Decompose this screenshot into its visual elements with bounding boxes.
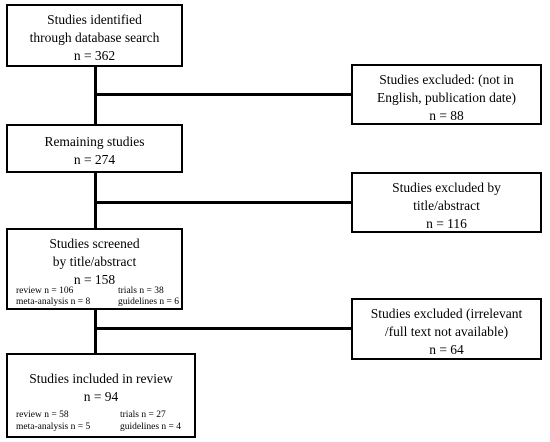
box-excluded-title: Studies excluded by title/abstract n = 1…	[351, 172, 542, 233]
excluded-irrelevant-line2: /full text not available)	[384, 324, 509, 339]
screened-review: review n = 106	[16, 286, 74, 296]
excluded-irrelevant-line1: Studies excluded (irrelevant	[370, 306, 523, 321]
identified-line2: through database search	[29, 30, 160, 45]
screened-line1: Studies screened	[49, 236, 140, 251]
excluded-language-line2: English, publication date)	[376, 90, 517, 105]
included-review: review n = 58	[16, 410, 69, 420]
box-studies-screened: Studies screened by title/abstract n = 1…	[6, 228, 183, 310]
box-excluded-irrelevant: Studies excluded (irrelevant /full text …	[351, 298, 542, 360]
included-count: n = 94	[83, 389, 119, 404]
remaining-count: n = 274	[73, 152, 116, 167]
included-guidelines: guidelines n = 4	[120, 422, 182, 432]
box-remaining-studies: Remaining studies n = 274	[6, 124, 183, 173]
box-excluded-language: Studies excluded: (not in English, publi…	[351, 64, 542, 125]
screened-meta-analysis: meta-analysis n = 8	[16, 297, 91, 307]
screened-trials: trials n = 38	[118, 286, 164, 296]
remaining-line1: Remaining studies	[44, 134, 145, 149]
connector-to-excluded-language	[94, 93, 352, 96]
included-trials: trials n = 27	[120, 410, 166, 420]
connector-to-excluded-irrelevant	[94, 327, 352, 330]
identified-line1: Studies identified	[47, 12, 142, 27]
box-studies-included: Studies included in review n = 94 review…	[6, 353, 196, 438]
excluded-title-line2: title/abstract	[413, 198, 480, 213]
screened-guidelines: guidelines n = 6	[118, 297, 180, 307]
excluded-irrelevant-count: n = 64	[429, 342, 464, 357]
included-meta-analysis: meta-analysis n = 5	[16, 422, 91, 432]
identified-count: n = 362	[73, 48, 116, 63]
connector-to-excluded-title	[94, 201, 352, 204]
box-studies-identified: Studies identified through database sear…	[6, 4, 183, 67]
main-vertical-connector	[94, 66, 97, 354]
excluded-title-count: n = 116	[426, 216, 467, 231]
screened-line2: by title/abstract	[52, 254, 137, 269]
excluded-language-line1: Studies excluded: (not in	[379, 72, 514, 87]
excluded-title-line1: Studies excluded by	[392, 180, 501, 195]
screened-count: n = 158	[73, 272, 116, 287]
included-line1: Studies included in review	[29, 371, 173, 386]
excluded-language-count: n = 88	[429, 108, 464, 123]
